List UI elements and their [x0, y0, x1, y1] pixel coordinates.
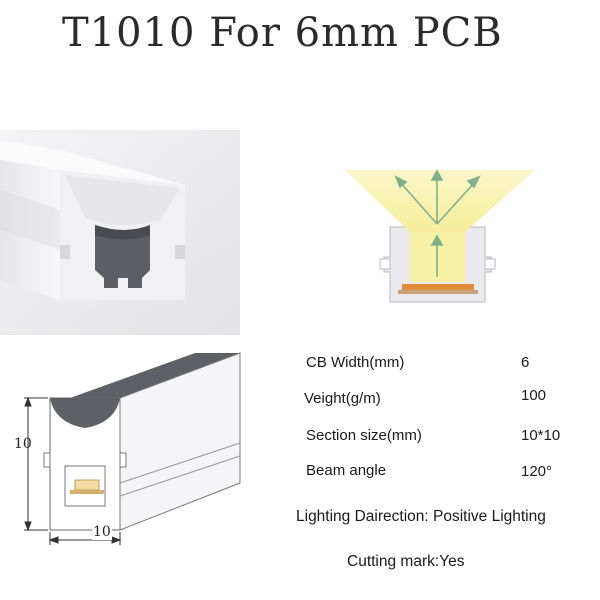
beam-cross-section-diagram: [340, 162, 540, 312]
spec-value: 6: [521, 354, 530, 371]
spec-label: Section size(mm): [306, 427, 422, 444]
spec-value: 100: [521, 387, 547, 404]
spec-label: CB Width(mm): [306, 354, 405, 371]
spec-value: 120°: [521, 463, 553, 480]
dimension-drawing: 10 10: [14, 348, 245, 548]
profile-render-image: [0, 130, 240, 335]
lighting-direction-text: Lighting Dairection: Positive Lighting: [296, 508, 546, 525]
product-title: T1010 For 6mm PCB: [62, 10, 503, 56]
cutting-mark-text: Cutting mark:Yes: [347, 553, 465, 570]
spec-label: Beam angle: [306, 462, 387, 479]
width-dimension-label: 10: [92, 524, 112, 540]
spec-label: Veight(g/m): [304, 390, 381, 407]
spec-value: 10*10: [521, 427, 561, 444]
height-dimension-label: 10: [14, 436, 32, 452]
